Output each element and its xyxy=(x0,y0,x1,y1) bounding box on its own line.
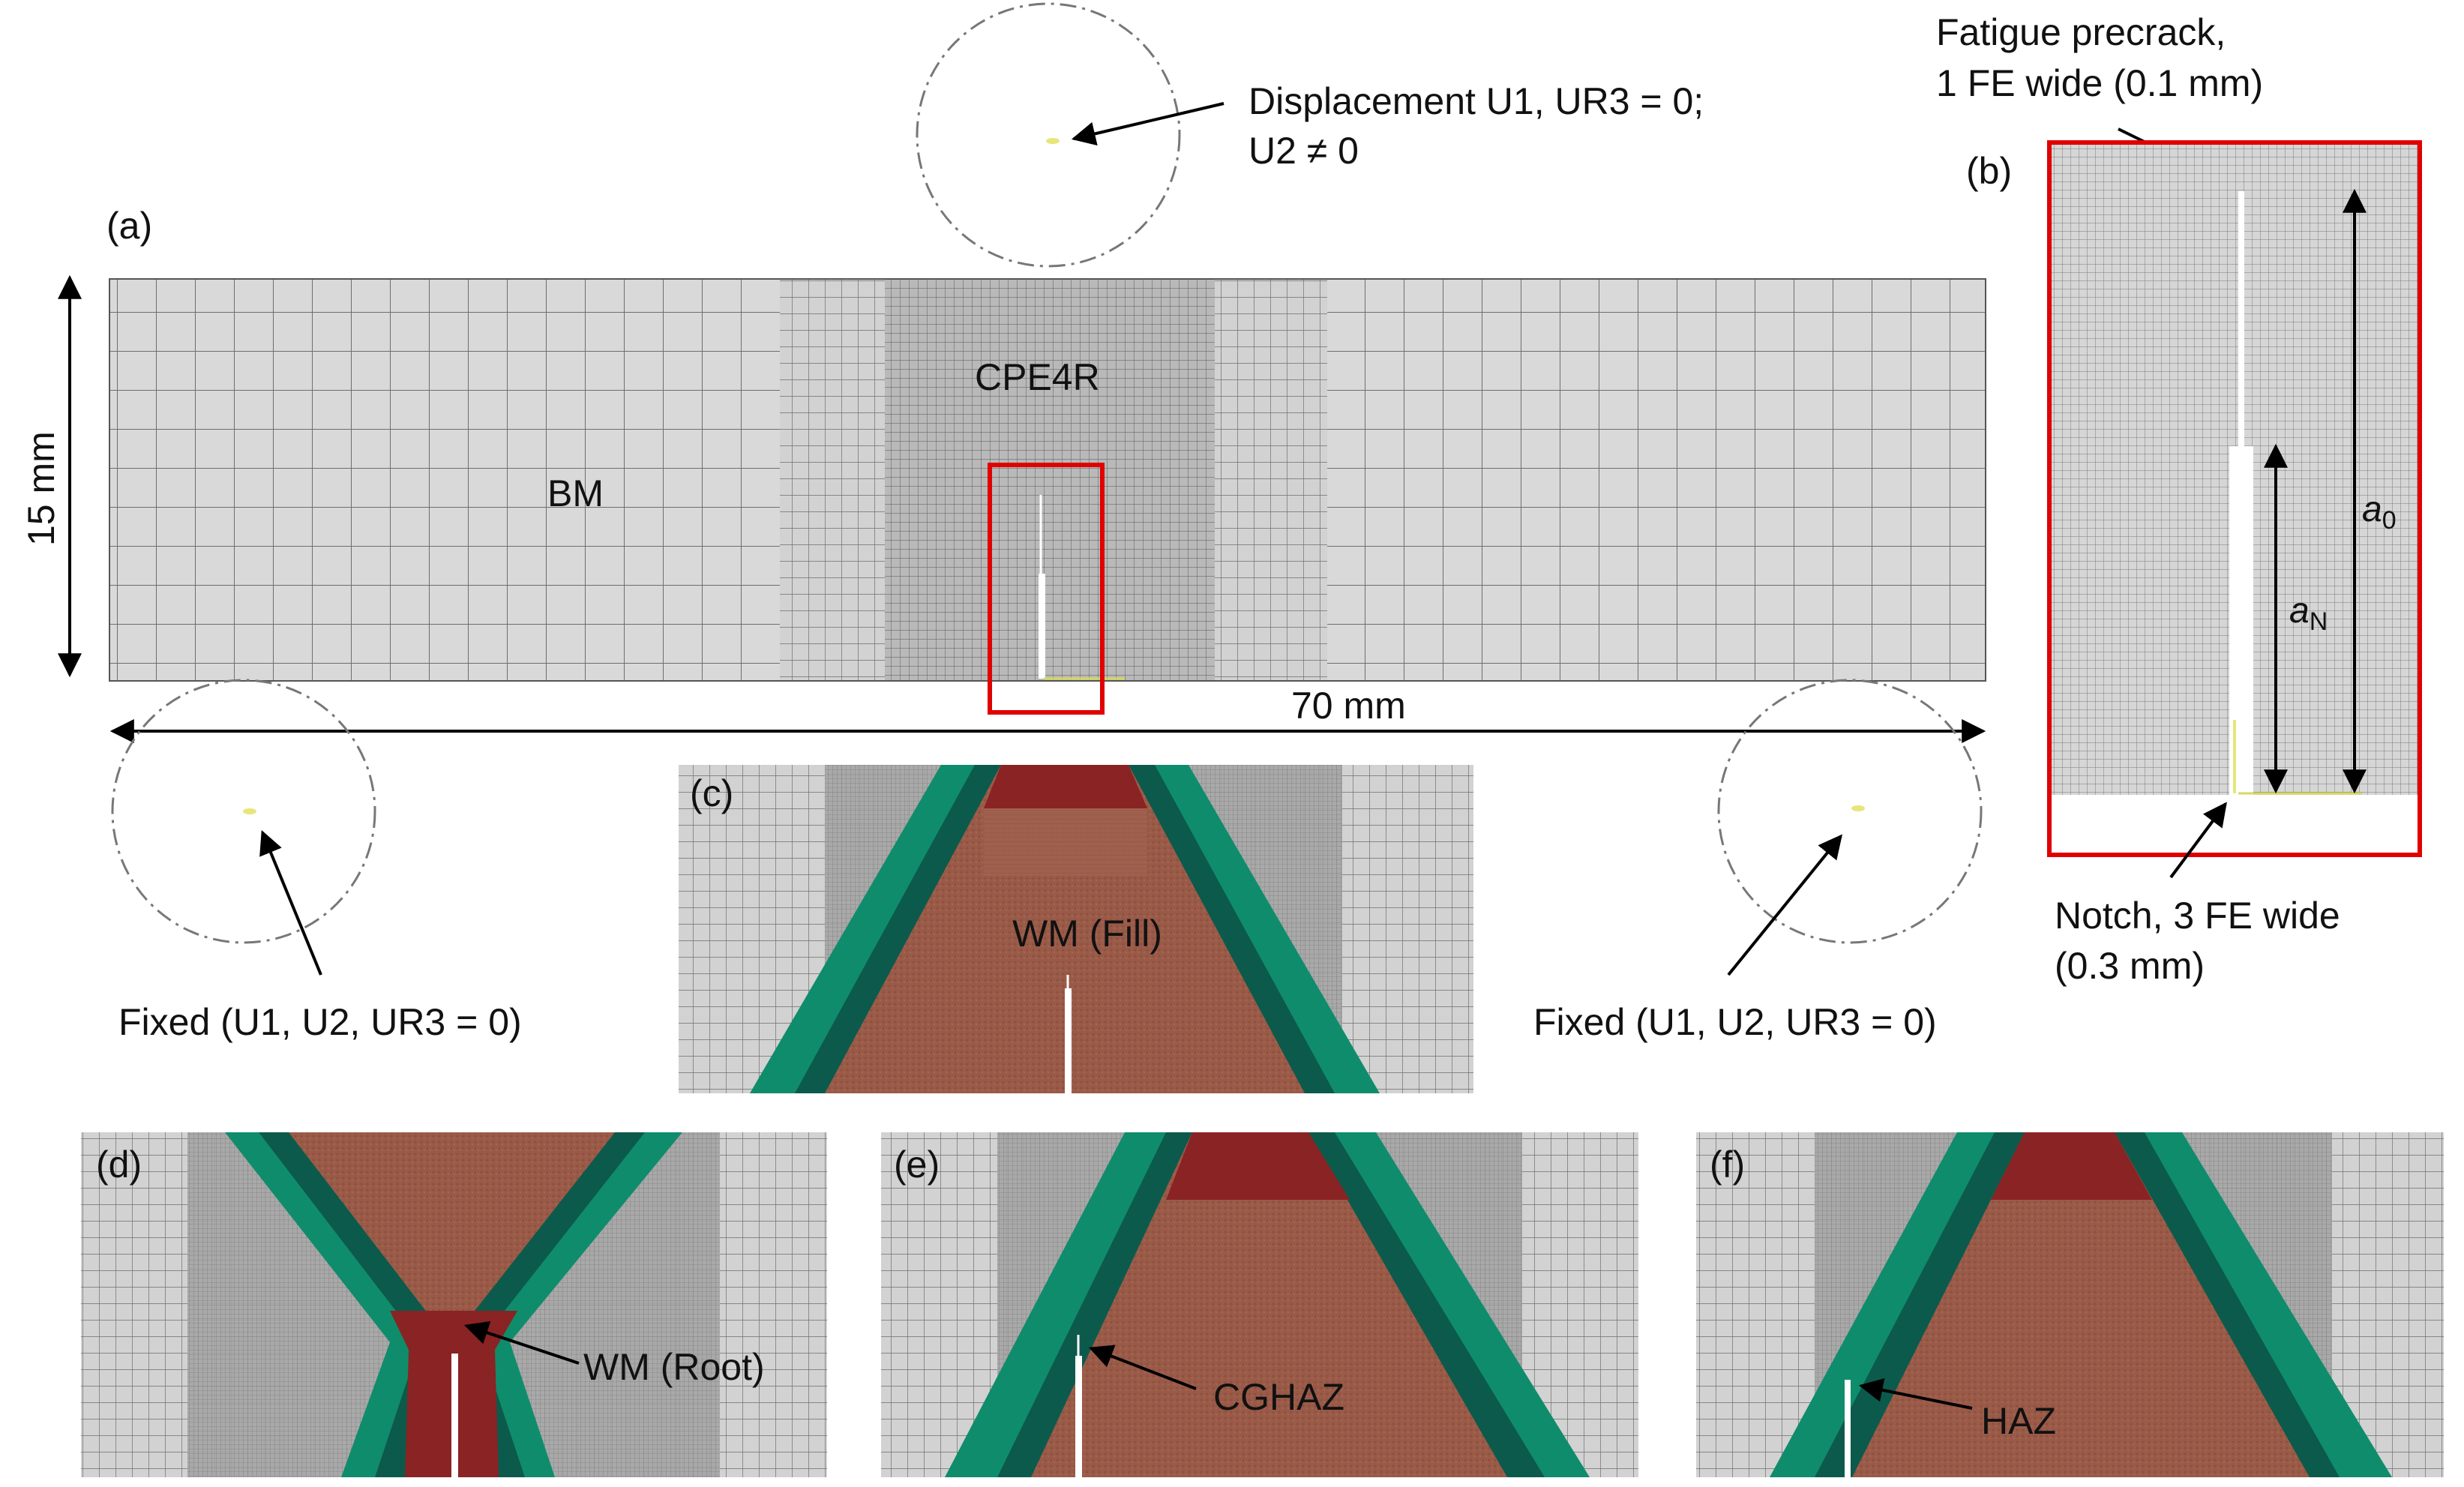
panel-label-d: (d) xyxy=(96,1144,142,1186)
precrack-label-line1: Fatigue precrack, xyxy=(1936,11,2226,53)
right-bc-label: Fixed (U1, U2, UR3 = 0) xyxy=(1533,1001,1937,1043)
top-roller xyxy=(916,2,1181,268)
weld-cap-e xyxy=(1166,1132,1350,1200)
top-bc-arrow xyxy=(1071,102,1225,145)
aN-label: aN xyxy=(2289,591,2328,636)
panel-label-a: (a) xyxy=(106,205,152,247)
weld-cap-c xyxy=(984,765,1147,808)
height-dimension-label: 15 mm xyxy=(20,431,62,546)
haz-label: HAZ xyxy=(1981,1400,2056,1442)
notch-a xyxy=(1039,574,1045,679)
cghaz-arrow xyxy=(1089,1345,1197,1390)
panel-f: (f) HAZ xyxy=(1696,1132,2444,1477)
width-dimension-label: 70 mm xyxy=(1291,685,1406,727)
notch-f xyxy=(1845,1380,1851,1477)
refined-mesh-zone xyxy=(885,279,1215,681)
haz-arrow xyxy=(1858,1378,1973,1410)
left-bc-arrow xyxy=(259,830,322,976)
precrack-label-line2: 1 FE wide (0.1 mm) xyxy=(1936,62,2263,104)
right-support-reference-point xyxy=(1851,805,1865,811)
weld-fill-e xyxy=(1031,1132,1507,1477)
notch-detail xyxy=(2229,446,2253,795)
notch-c xyxy=(1065,988,1072,1093)
wm-root-label: WM (Root) xyxy=(583,1346,765,1388)
right-support-roller xyxy=(1717,679,1983,944)
notch-d xyxy=(451,1354,458,1477)
notch-arrow xyxy=(2169,802,2227,879)
panel-label-c: (c) xyxy=(690,772,733,814)
weld-cap-f xyxy=(1991,1132,2152,1200)
left-bc-label: Fixed (U1, U2, UR3 = 0) xyxy=(118,1001,522,1043)
panel-label-e: (e) xyxy=(894,1144,940,1186)
detail-mesh-bottom-gap xyxy=(2049,795,2420,855)
cghaz-label: CGHAZ xyxy=(1213,1376,1344,1418)
a0-label: a0 xyxy=(2362,490,2397,535)
top-bc-label-line2: U2 ≠ 0 xyxy=(1248,130,1359,172)
panel-d: (d) WM (Root) xyxy=(81,1132,827,1477)
notch-label-line2: (0.3 mm) xyxy=(2055,945,2205,987)
wm-root-arrow xyxy=(463,1321,580,1365)
detail-box-b xyxy=(988,463,1105,715)
precrack-detail xyxy=(2238,191,2244,450)
bm-label: BM xyxy=(547,472,604,514)
left-support-reference-point xyxy=(243,808,256,814)
weld-fill-d xyxy=(289,1132,615,1477)
weld-fill-f xyxy=(1852,1132,2310,1477)
right-bc-arrow xyxy=(1727,834,1843,976)
panel-label-f: (f) xyxy=(1710,1144,1745,1186)
panel-label-b: (b) xyxy=(1966,150,2012,192)
weld-fill-c xyxy=(825,765,1305,1093)
element-type-label: CPE4R xyxy=(975,356,1100,398)
notch-label-line1: Notch, 3 FE wide xyxy=(2055,895,2340,937)
top-bc-label-line1: Displacement U1, UR3 = 0; xyxy=(1248,80,1704,122)
transition-mesh-right xyxy=(1200,279,1327,681)
top-roller-reference-point xyxy=(1046,138,1060,144)
left-support-roller xyxy=(111,679,376,944)
panel-c: (c) WM (Fill) xyxy=(679,765,1473,1093)
detail-frame xyxy=(2047,140,2422,857)
wm-fill-label: WM (Fill) xyxy=(1012,913,1162,955)
panel-b: (b) Fatigue precrack, 1 FE wide (0.1 mm)… xyxy=(1936,11,2422,987)
notch-e xyxy=(1075,1356,1082,1477)
panel-a: (a) BM CPE4R 15 mm 70 mm Displacement U1… xyxy=(20,2,1986,1043)
panel-e: (e) CGHAZ xyxy=(881,1132,1638,1477)
